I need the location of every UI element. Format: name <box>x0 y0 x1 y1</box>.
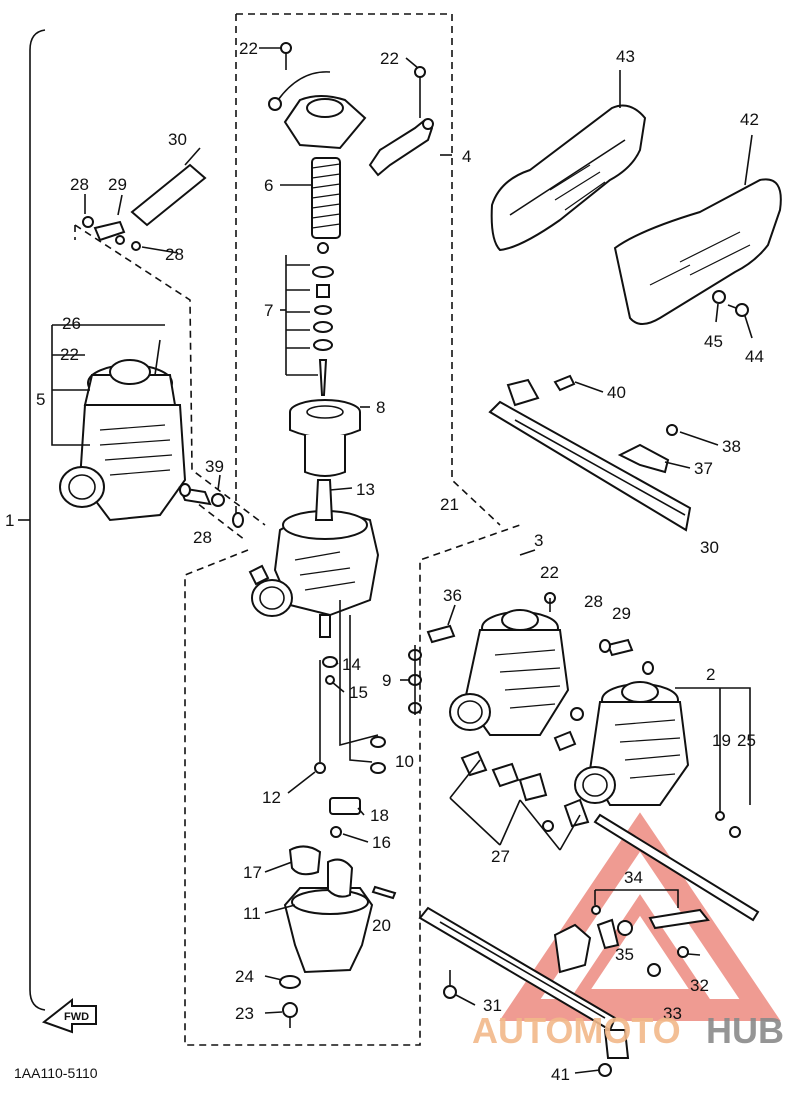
callout-18: 18 <box>370 806 389 825</box>
callout-44: 44 <box>745 347 764 366</box>
callout-29-left: 29 <box>108 175 127 194</box>
callout-24: 24 <box>235 967 254 986</box>
piston-valve <box>289 399 361 477</box>
callout-11: 11 <box>243 904 261 923</box>
callout-23: 23 <box>235 1004 254 1023</box>
part-code: 1AA110-5110 <box>14 1065 98 1081</box>
callout-1: 1 <box>5 511 14 530</box>
heat-shield-43 <box>490 104 647 252</box>
linkage-parts <box>449 750 760 922</box>
callout-12: 12 <box>262 788 281 807</box>
callout-41: 41 <box>551 1065 570 1084</box>
float-bowl <box>279 600 397 1028</box>
callout-19: 19 <box>712 731 731 750</box>
callout-3: 3 <box>534 531 543 550</box>
callout-22-top-right: 22 <box>380 49 399 68</box>
callout-28-left-top: 28 <box>70 175 89 194</box>
callout-8: 8 <box>376 398 385 417</box>
watermark-text: AUTOMOTO HUB <box>472 1010 784 1051</box>
callout-13: 13 <box>356 480 375 499</box>
throttle-bracket <box>553 889 710 977</box>
callout-34: 34 <box>624 868 643 887</box>
callout-38: 38 <box>722 437 741 456</box>
group-outline-top <box>236 13 501 526</box>
callout-45: 45 <box>704 332 723 351</box>
callout-28-right: 28 <box>584 592 603 611</box>
needle-set <box>285 242 334 396</box>
left-hose-fittings <box>82 163 244 528</box>
heat-shield-42 <box>613 178 782 325</box>
callout-2: 2 <box>706 665 715 684</box>
callout-4: 4 <box>462 147 471 166</box>
callout-37: 37 <box>694 459 713 478</box>
spring <box>311 157 341 239</box>
callout-29-right: 29 <box>612 604 631 623</box>
callout-21: 21 <box>440 495 459 514</box>
leader-lines <box>84 47 753 1074</box>
right-carburetor <box>574 638 751 838</box>
callout-10: 10 <box>395 752 414 771</box>
callout-42: 42 <box>740 110 759 129</box>
callout-14: 14 <box>342 655 361 674</box>
callout-15: 15 <box>349 683 368 702</box>
callout-30-left: 30 <box>168 130 187 149</box>
callout-33: 33 <box>663 1004 682 1023</box>
callout-30-right: 30 <box>700 538 719 557</box>
assembly-bracket <box>29 29 46 1011</box>
callout-7: 7 <box>264 301 273 320</box>
group-outline-bottom <box>184 524 521 1046</box>
callout-22-top: 22 <box>239 39 258 58</box>
callout-40: 40 <box>607 383 626 402</box>
callout-22-left: 22 <box>60 345 79 364</box>
callout-35: 35 <box>615 945 634 964</box>
callout-25: 25 <box>737 731 756 750</box>
left-carburetor <box>51 324 187 522</box>
top-cover-assembly <box>268 42 434 177</box>
callout-28-bottom-left: 28 <box>193 528 212 547</box>
forward-label: FWD <box>64 1011 89 1023</box>
callout-17: 17 <box>243 863 262 882</box>
callout-16: 16 <box>372 833 391 852</box>
bracket-plates <box>418 374 692 1077</box>
callout-43: 43 <box>616 47 635 66</box>
callout-27: 27 <box>491 847 510 866</box>
callout-31: 31 <box>483 996 502 1015</box>
callout-28-left: 28 <box>165 245 184 264</box>
callout-6: 6 <box>264 176 273 195</box>
callout-9: 9 <box>382 671 391 690</box>
callout-39: 39 <box>205 457 224 476</box>
main-carburetor <box>248 479 380 638</box>
forward-arrow: FWD <box>41 997 97 1034</box>
watermark-brand-part1: AUTOMOTO <box>472 1010 681 1051</box>
callout-labels: 1 2 3 4 5 6 7 8 9 10 11 12 13 14 15 16 1… <box>5 39 764 1084</box>
callout-32: 32 <box>690 976 709 995</box>
callout-26: 26 <box>62 314 81 333</box>
group-outline-left <box>74 224 266 526</box>
callout-20: 20 <box>372 916 391 935</box>
callout-5: 5 <box>36 390 45 409</box>
callout-36: 36 <box>443 586 462 605</box>
callout-22-mid: 22 <box>540 563 559 582</box>
mid-carburetor <box>408 592 584 752</box>
watermark-brand-part2: HUB <box>706 1010 784 1051</box>
